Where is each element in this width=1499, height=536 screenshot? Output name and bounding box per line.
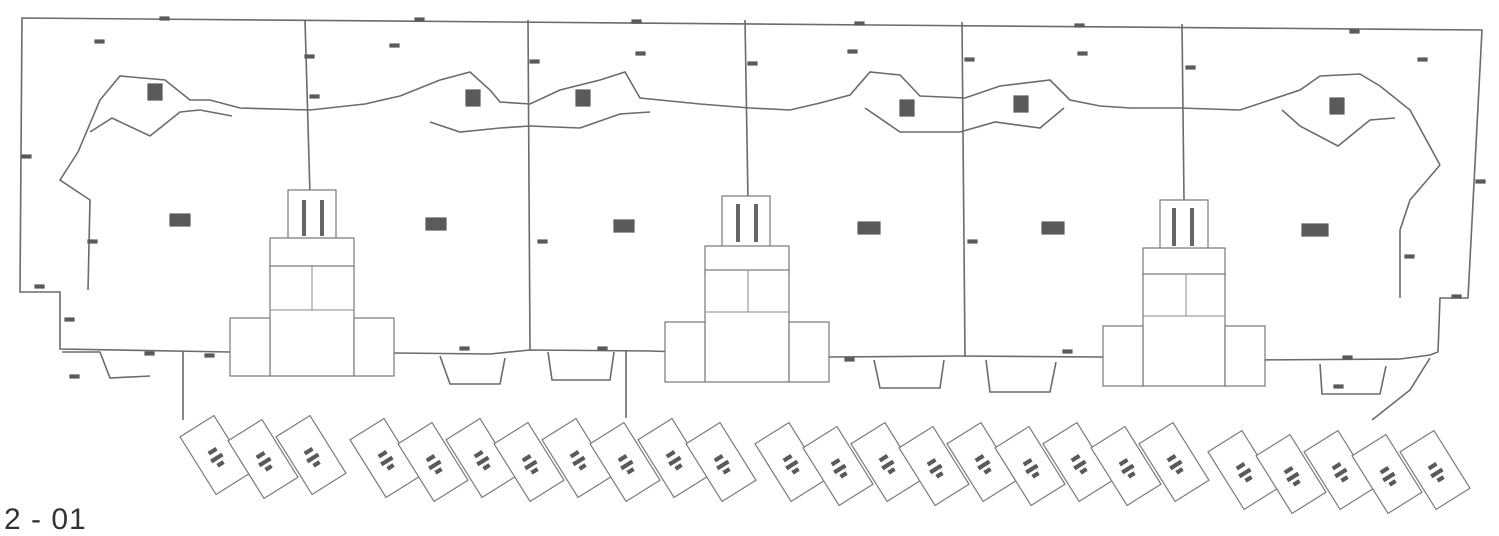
dimension-mark xyxy=(87,239,98,244)
corridor xyxy=(58,71,1441,298)
parcel-row xyxy=(179,414,1471,515)
dimension-mark xyxy=(1404,254,1415,259)
parcel-lot xyxy=(227,418,299,500)
dimension-mark xyxy=(844,357,855,362)
dimension-mark xyxy=(631,19,642,24)
dimension-mark xyxy=(204,353,215,358)
dimension-mark xyxy=(847,49,858,54)
dimension-mark xyxy=(854,21,865,26)
parcel-lot xyxy=(1138,421,1210,503)
dimension-mark xyxy=(967,239,978,244)
dimension-annotations xyxy=(21,16,1486,389)
parcel-lot xyxy=(802,425,874,507)
core-2 xyxy=(664,195,830,383)
dimension-mark xyxy=(597,346,608,351)
parcel-lot xyxy=(589,421,661,503)
dimension-mark xyxy=(537,239,548,244)
dimension-mark xyxy=(159,16,170,21)
dimension-mark xyxy=(1417,57,1428,62)
dimension-mark xyxy=(309,94,320,99)
dimension-mark xyxy=(635,51,646,56)
dimension-mark xyxy=(459,346,470,351)
parcel-lot xyxy=(994,425,1066,507)
dimension-mark xyxy=(94,39,105,44)
parcel-lot xyxy=(1255,433,1327,515)
core-1 xyxy=(229,189,395,377)
unit-dividers xyxy=(304,19,1185,358)
dimension-mark xyxy=(1074,23,1085,28)
dimension-mark xyxy=(1475,179,1486,184)
parcel-lot xyxy=(1399,429,1471,511)
core-3 xyxy=(1102,199,1266,387)
parcel-lot xyxy=(1207,429,1279,511)
dimension-mark xyxy=(21,154,32,159)
dimension-mark xyxy=(1349,29,1360,34)
dimension-mark xyxy=(964,57,975,62)
parcel-lot xyxy=(754,421,826,503)
dimension-mark xyxy=(1077,51,1088,56)
dimension-mark xyxy=(69,374,80,379)
dimension-mark xyxy=(1062,349,1073,354)
parcel-lot xyxy=(445,417,517,499)
perimeter-bays xyxy=(62,350,1431,421)
parcel-lot xyxy=(275,414,347,496)
parcel-lot xyxy=(493,421,565,503)
dimension-mark xyxy=(144,351,155,356)
parcel-lot xyxy=(541,417,613,499)
building-outline xyxy=(19,17,1483,361)
parcel-lot xyxy=(637,417,709,499)
dimension-mark xyxy=(1451,294,1462,299)
parcel-lot xyxy=(1090,425,1162,507)
dimension-mark xyxy=(747,61,758,66)
dimension-mark xyxy=(389,43,400,48)
dimension-mark xyxy=(1342,355,1353,360)
dimension-mark xyxy=(1333,384,1344,389)
parcel-lot xyxy=(898,425,970,507)
parcel-lot xyxy=(685,421,757,503)
dimension-mark xyxy=(1185,65,1196,70)
dimension-mark xyxy=(34,284,45,289)
dimension-mark xyxy=(529,59,540,64)
parcel-lot xyxy=(1042,421,1114,503)
parcel-lot xyxy=(1351,433,1423,515)
parcel-lot xyxy=(397,421,469,503)
sheet-number-label: 2 - 01 xyxy=(4,503,87,536)
dimension-mark xyxy=(64,317,75,322)
dimension-mark xyxy=(304,54,315,59)
area-tags xyxy=(147,83,1345,237)
dimension-mark xyxy=(414,17,425,22)
